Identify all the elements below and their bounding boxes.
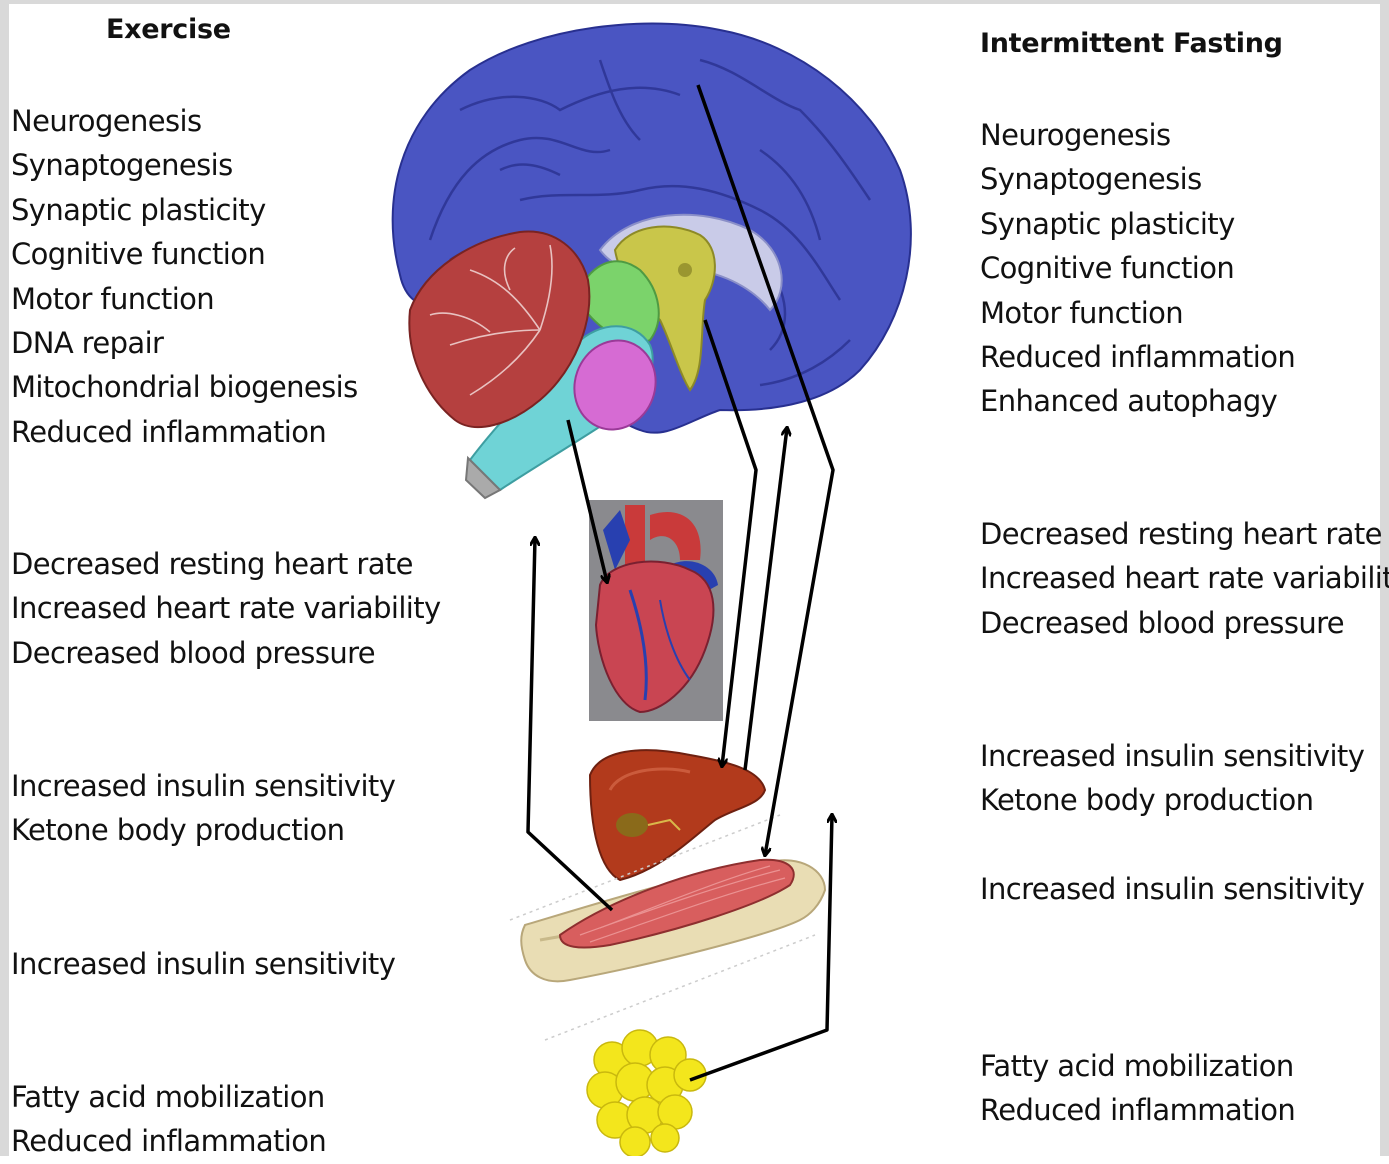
list-item: Decreased resting heart rate [11,542,441,586]
list-item: Fatty acid mobilization [980,1044,1295,1088]
list-item: Decreased resting heart rate [980,512,1389,556]
fasting-liver-effects: Increased insulin sensitivity Ketone bod… [980,734,1364,823]
list-item: Increased insulin sensitivity [11,764,395,808]
exercise-brain-effects: Neurogenesis Synaptogenesis Synaptic pla… [11,99,358,454]
list-item: Enhanced autophagy [980,379,1295,423]
fasting-heart-effects: Decreased resting heart rate Increased h… [980,512,1389,645]
list-item: Reduced inflammation [980,335,1295,379]
fasting-heading: Intermittent Fasting [980,28,1283,59]
exercise-muscle-effects: Increased insulin sensitivity [11,942,395,986]
fat-illustration [587,1030,706,1156]
brain-illustration [393,23,911,498]
arrow-liver-to-brain [745,428,787,770]
list-item: Synaptic plasticity [11,188,358,232]
list-item: Increased insulin sensitivity [980,734,1364,778]
list-item: Synaptic plasticity [980,202,1295,246]
list-item: Reduced inflammation [980,1088,1295,1132]
list-item: Reduced inflammation [11,410,358,454]
list-item: Cognitive function [11,232,358,276]
list-item: Neurogenesis [11,99,358,143]
fasting-muscle-effects: Increased insulin sensitivity [980,867,1364,911]
list-item: Motor function [980,291,1295,335]
list-item: Increased heart rate variability [11,586,441,630]
list-item: Neurogenesis [980,113,1295,157]
fasting-fat-effects: Fatty acid mobilization Reduced inflamma… [980,1044,1295,1133]
list-item: Increased insulin sensitivity [11,942,395,986]
list-item: Decreased blood pressure [980,601,1389,645]
list-item: Ketone body production [11,808,395,852]
list-item: Synaptogenesis [980,157,1295,201]
list-item: Increased insulin sensitivity [980,867,1364,911]
exercise-heading: Exercise [106,14,231,45]
list-item: Decreased blood pressure [11,631,441,675]
list-item: Motor function [11,277,358,321]
list-item: DNA repair [11,321,358,365]
list-item: Cognitive function [980,246,1295,290]
fasting-brain-effects: Neurogenesis Synaptogenesis Synaptic pla… [980,113,1295,424]
heart-illustration [589,500,723,721]
exercise-heart-effects: Decreased resting heart rate Increased h… [11,542,441,675]
list-item: Mitochondrial biogenesis [11,365,358,409]
list-item: Fatty acid mobilization [11,1075,326,1119]
exercise-fat-effects: Fatty acid mobilization Reduced inflamma… [11,1075,326,1164]
list-item: Reduced inflammation [11,1119,326,1163]
list-item: Synaptogenesis [11,143,358,187]
list-item: Increased heart rate variability [980,556,1389,600]
list-item: Ketone body production [980,778,1364,822]
exercise-liver-effects: Increased insulin sensitivity Ketone bod… [11,764,395,853]
liver-illustration [590,750,765,880]
